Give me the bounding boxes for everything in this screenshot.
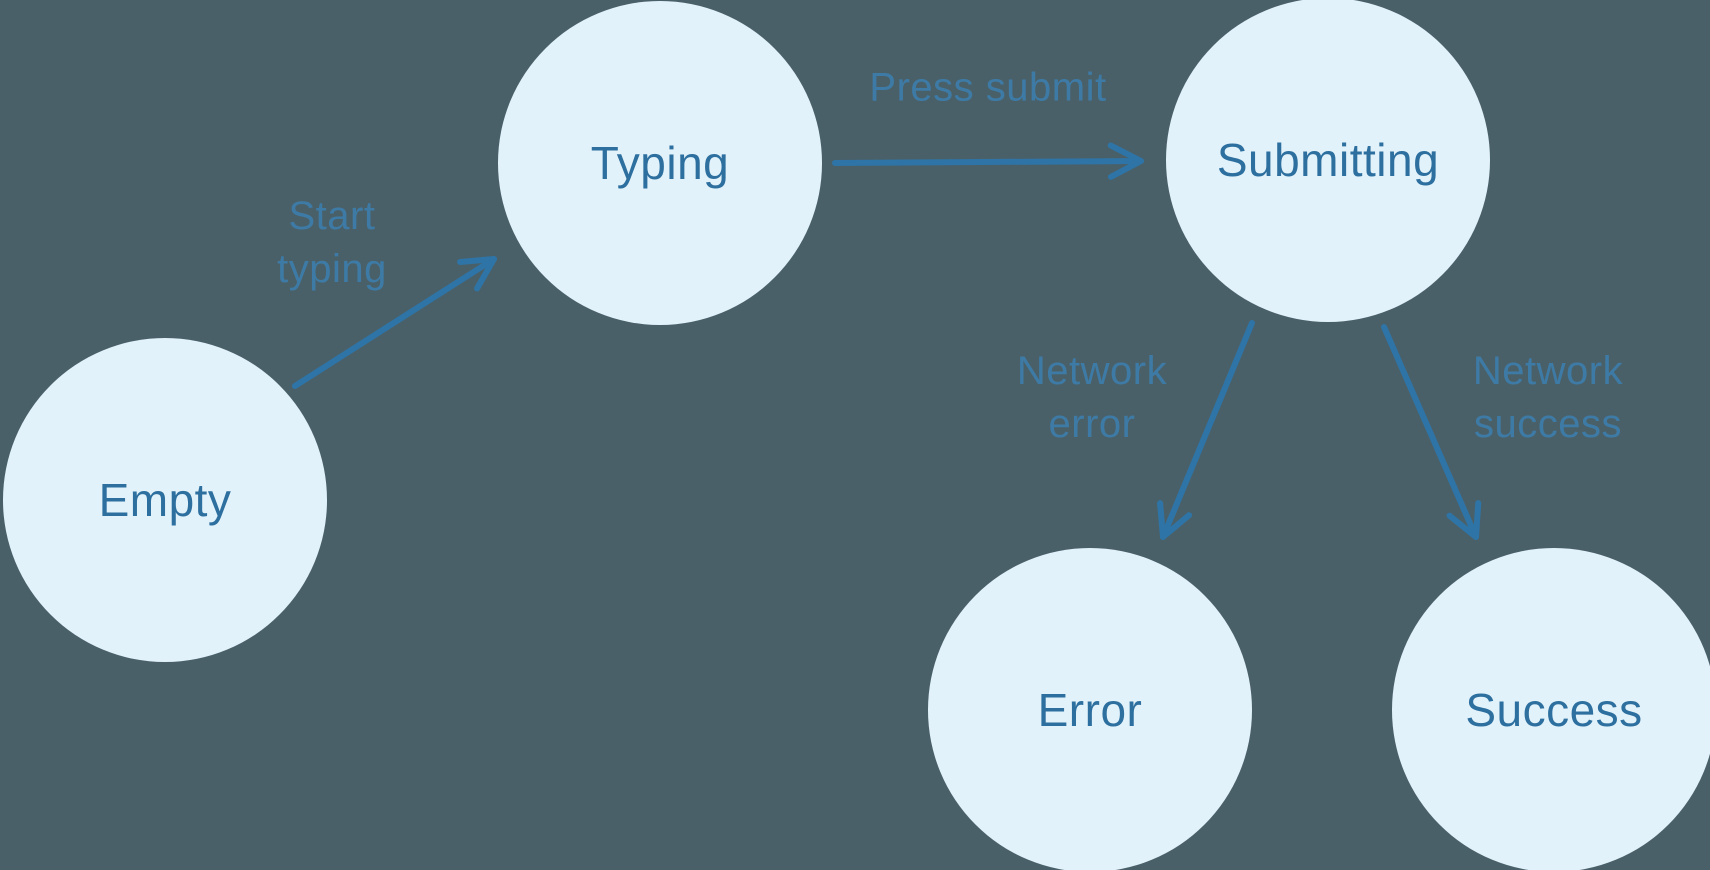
state-label-typing: Typing — [590, 137, 730, 189]
edge-label-line: Start — [288, 194, 376, 238]
state-node-submitting: Submitting — [1166, 0, 1490, 322]
state-node-success: Success — [1392, 548, 1710, 870]
state-label-submitting: Submitting — [1216, 134, 1440, 186]
edge-label-press-submit: Press submit — [869, 62, 1106, 115]
edge-label-network-error: Network error — [1017, 345, 1167, 451]
arrow-icon-start-typing — [292, 256, 497, 389]
edge-label-line: Press submit — [869, 65, 1107, 110]
arrow-icon-network-error — [1157, 320, 1255, 540]
edge-label-line: Network — [1016, 349, 1168, 393]
edge-label-network-success: Network success — [1473, 345, 1623, 451]
edge-label-line: Network — [1472, 349, 1624, 393]
state-label-empty: Empty — [98, 474, 232, 526]
edge-label-line: error — [1048, 402, 1136, 446]
edge-label-start-typing: Start typing — [277, 190, 387, 296]
state-node-empty: Empty — [3, 338, 327, 662]
arrow-icon-network-success — [1381, 324, 1482, 540]
arrow-icon-press-submit — [832, 142, 1144, 180]
state-node-typing: Typing — [498, 1, 822, 325]
state-label-error: Error — [1037, 684, 1143, 736]
edge-label-line: typing — [277, 247, 387, 291]
edge-label-line: success — [1473, 402, 1622, 446]
state-node-error: Error — [928, 548, 1252, 870]
state-label-success: Success — [1465, 684, 1643, 736]
